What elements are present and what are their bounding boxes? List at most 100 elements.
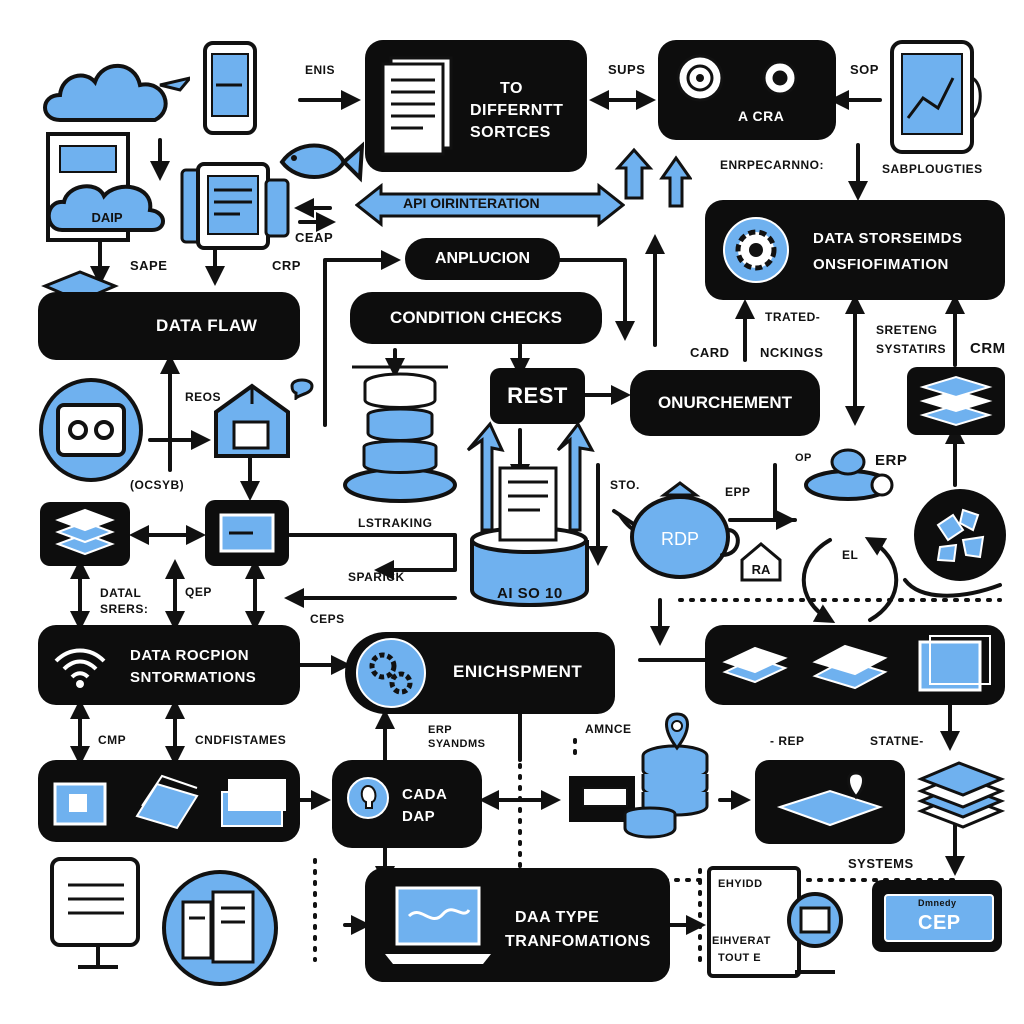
data-store-line1: DATA STORSEIMDS [813, 230, 963, 247]
rdp-label: RDP [661, 529, 699, 549]
data-flaw-box: DATA FLAW [38, 292, 300, 360]
monitor-box [205, 500, 289, 566]
lightbulb-icon [347, 777, 389, 819]
label-sups: SUPS [608, 62, 646, 77]
label-ai-so: AI SO 10 [497, 585, 563, 602]
api-integration-label: API OIRINTERATION [403, 195, 540, 211]
label-lstraking: LSTRAKING [358, 516, 433, 530]
house-icon: RA [740, 542, 782, 582]
rest-box: REST [490, 368, 585, 424]
dmnedy-label: Dmnedy [918, 898, 957, 908]
label-ocsyb: (OCSYB) [130, 478, 185, 492]
label-erp-right: ERP [875, 452, 908, 469]
monitor-icon [219, 513, 275, 553]
label-qep: QEP [185, 585, 212, 599]
onurchement-box: ONURCHEMENT [630, 370, 820, 436]
anplucion-box: ANPLUCION [405, 238, 560, 280]
data-rocpion-line1: DATA ROCPION [130, 647, 250, 664]
label-systems: SYSTEMS [848, 856, 914, 871]
server-circle-icon [162, 870, 278, 986]
disc-icon [804, 448, 894, 501]
label-sape: SAPE [130, 258, 168, 273]
map-pin-icon [776, 771, 884, 827]
condition-checks-label: CONDITION CHECKS [390, 308, 562, 327]
condition-checks-box: CONDITION CHECKS [350, 292, 602, 344]
gear-icon [723, 217, 789, 283]
database-stack-icon [343, 365, 457, 503]
data-type-line2: TRANFOMATIONS [505, 933, 651, 950]
label-cndfistames: CNDFISTAMES [195, 733, 287, 747]
label-cmp: CMP [98, 733, 127, 747]
layers-small-icon [40, 502, 130, 566]
tablet-chart-icon [890, 40, 982, 154]
label-ceps: CEPS [310, 612, 345, 626]
label-crm: CRM [970, 340, 1006, 357]
data-flaw-label: DATA FLAW [156, 316, 258, 335]
map-box [755, 760, 905, 844]
rest-label: REST [507, 383, 568, 408]
data-store-box: DATA STORSEIMDS ONSFIOFIMATION [705, 200, 1005, 300]
cada-dap-line2: DAP [402, 808, 436, 825]
label-toute: TOUT E [718, 952, 762, 964]
label-enrpecarnno: ENRPECARNNO: [720, 158, 825, 172]
database-pin-icon [569, 712, 709, 839]
label-nckings: NCKINGS [760, 345, 824, 360]
computer-monitor-icon [50, 857, 140, 969]
label-card: CARD [690, 345, 730, 360]
cards-icon [722, 635, 991, 692]
label-amnce: AMNCE [585, 722, 632, 736]
cra-box: A CRA [658, 40, 836, 140]
different-sources-line3: SORTCES [470, 124, 551, 141]
cards-box [705, 625, 1005, 705]
label-sparick: SPARICK [348, 570, 405, 584]
label-crp: CRP [272, 258, 301, 273]
folders-icon [53, 774, 286, 830]
different-sources-line1: TO [500, 80, 523, 97]
label-eiheverat: EIHVERAT [712, 935, 771, 947]
cep-box: Dmnedy CEP [872, 880, 1002, 952]
target-gear-icon [676, 54, 798, 102]
document-drum-icon [466, 421, 595, 607]
label-statne: STATNE- [870, 734, 924, 748]
upload-arrows-icon [614, 147, 692, 208]
data-rocpion-box: DATA ROCPION SNTORMATIONS [38, 625, 300, 705]
label-ehydd: EHYIDD [718, 878, 763, 890]
label-sto: STO. [610, 478, 640, 492]
enichspment-box: ENICHSPMENT [345, 632, 615, 714]
enichspment-label: ENICHSPMENT [453, 662, 583, 681]
fish-icon [279, 141, 364, 183]
document-tablet-icon [180, 162, 290, 250]
label-el: EL [842, 548, 859, 562]
data-rocpion-line2: SNTORMATIONS [130, 669, 257, 686]
chat-bubble-icon [290, 378, 314, 400]
label-rep: - REP [770, 734, 805, 748]
label-erp-syandms: ERP SYANDMS [428, 724, 486, 750]
api-integration-banner: API OIRINTERATION [355, 182, 625, 228]
puzzle-circle-icon [914, 489, 1006, 581]
laptop-icon [385, 886, 491, 964]
anplucion-label: ANPLUCION [434, 250, 531, 267]
robot-circle-icon [39, 378, 143, 482]
label-datal-srers: DATAL SRERS: [100, 586, 149, 616]
label-op: OP [795, 452, 812, 464]
onurchement-label: ONURCHEMENT [657, 393, 793, 412]
data-type-box: DAA TYPE TRANFOMATIONS [365, 868, 670, 982]
label-systatirs: SYSTATIRS [876, 342, 947, 356]
cloud-icon [43, 63, 190, 122]
wifi-icon [54, 648, 106, 688]
cada-dap-box: CADA DAP [332, 760, 482, 848]
different-sources-line2: DIFFERNTT [470, 102, 564, 119]
label-sop: SOP [850, 62, 879, 77]
label-sretseng: SRETENG [876, 323, 938, 337]
data-store-line2: ONSFIOFIMATION [813, 256, 949, 273]
teapot-icon: RDP [612, 481, 740, 579]
label-enis: ENIS [305, 63, 336, 77]
cra-label: A CRA [738, 108, 785, 124]
cada-dap-line1: CADA [402, 786, 448, 803]
label-ceap: CEAP [295, 230, 334, 245]
document-stack-icon [381, 56, 453, 156]
ra-label: RA [752, 562, 771, 577]
label-epp: EPP [725, 485, 751, 499]
layers-right-icon [907, 367, 1005, 435]
data-type-line1: DAA TYPE [515, 909, 600, 926]
